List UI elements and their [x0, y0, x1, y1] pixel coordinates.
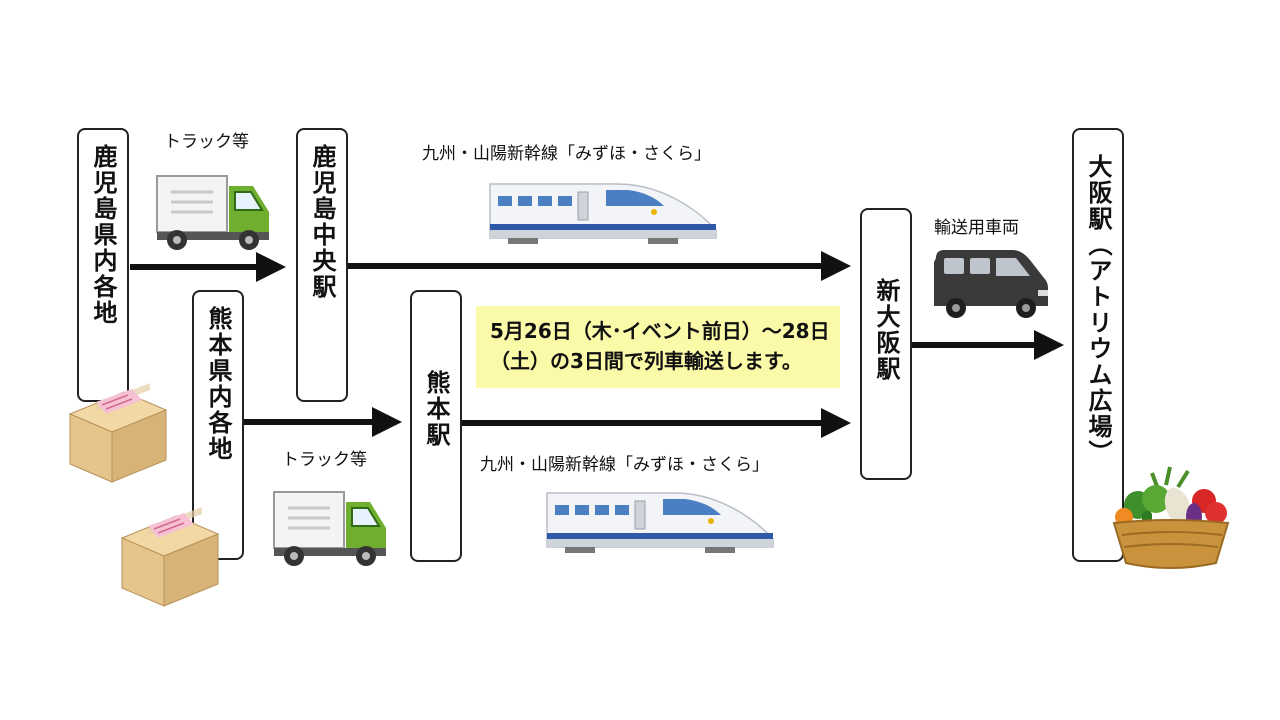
schedule-note-line1: 5月26日（木･イベント前日）～28日	[490, 319, 830, 343]
node-shin-osaka-station: 新大阪駅	[860, 208, 912, 480]
schedule-note-line2: （土）の3日間で列車輸送します。	[490, 349, 802, 373]
node-kumamoto-prefecture: 熊本県内各地	[192, 290, 244, 560]
shinkansen-icon	[489, 183, 717, 244]
node-kumamoto-prefecture-label: 熊本県内各地	[204, 306, 232, 462]
van-label: 輸送用車両	[934, 218, 1019, 238]
node-kagoshima-chuo-station-label: 鹿児島中央駅	[308, 144, 336, 300]
node-shin-osaka-station-label: 新大阪駅	[872, 278, 900, 382]
truck-icon	[156, 175, 269, 250]
node-kumamoto-station-label: 熊本駅	[422, 370, 450, 448]
truck-icon	[273, 491, 386, 566]
cardboard-box-icon	[120, 507, 220, 607]
truck-label-bottom: トラック等	[282, 450, 367, 470]
shinkansen-label-top: 九州・山陽新幹線「みずほ・さくら」	[422, 144, 711, 164]
node-kagoshima-prefecture-label: 鹿児島県内各地	[89, 144, 117, 326]
cardboard-box-icon	[68, 383, 168, 483]
truck-label-top: トラック等	[164, 132, 249, 152]
vegetable-basket-icon	[1112, 466, 1230, 569]
node-osaka-station: 大阪駅（アトリウム広場）	[1072, 128, 1124, 562]
schedule-note: 5月26日（木･イベント前日）～28日 （土）の3日間で列車輸送します。	[476, 306, 840, 388]
node-kagoshima-prefecture: 鹿児島県内各地	[77, 128, 129, 402]
van-icon	[934, 250, 1048, 318]
node-osaka-station-label: 大阪駅（アトリウム広場）	[1084, 154, 1112, 466]
shinkansen-label-bottom: 九州・山陽新幹線「みずほ・さくら」	[480, 455, 769, 475]
shinkansen-icon	[546, 492, 774, 553]
node-kagoshima-chuo-station: 鹿児島中央駅	[296, 128, 348, 402]
node-kumamoto-station: 熊本駅	[410, 290, 462, 562]
